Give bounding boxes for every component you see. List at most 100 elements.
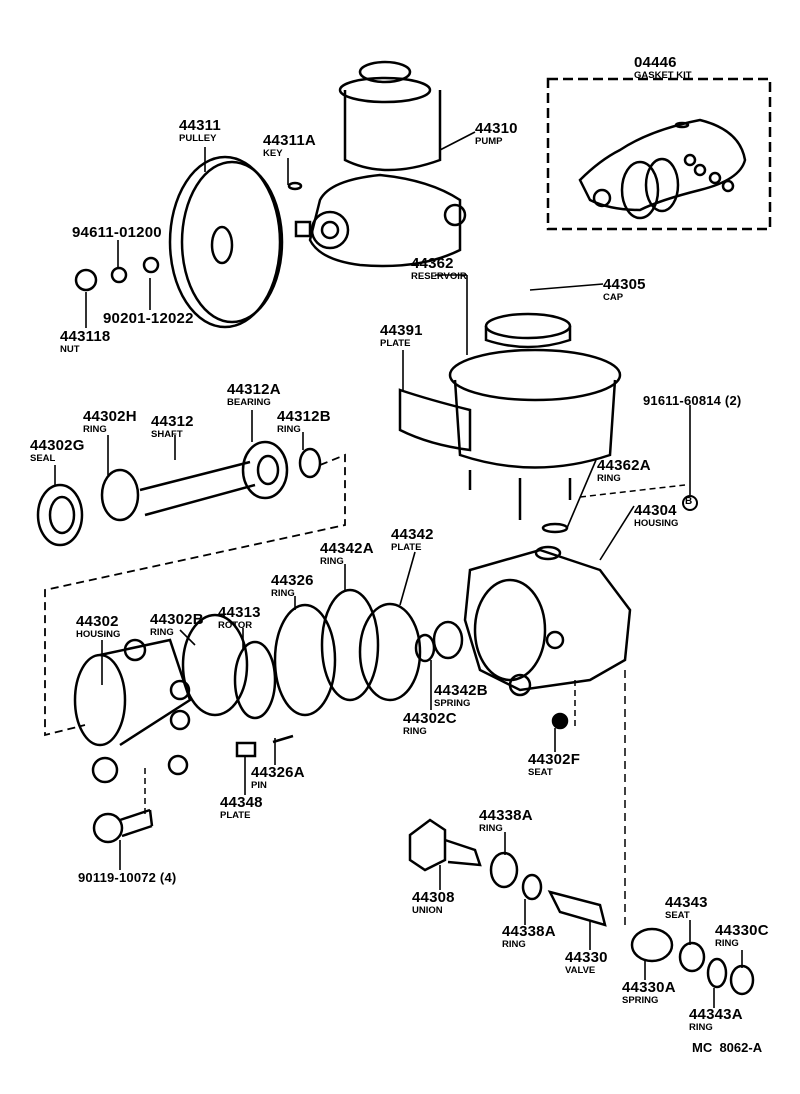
part-number: 44338A [479,807,533,824]
part-name: RING [83,424,107,435]
spring-44330a [630,927,674,963]
part-name: KEY [263,148,283,159]
part-number: 44326 [271,572,314,589]
bolt [92,808,154,844]
part-number: 44302G [30,437,85,454]
part-number: 44305 [603,276,646,293]
part-number: 44343A [689,1006,743,1023]
marker-circle [682,495,698,511]
part-number: 44304 [634,502,677,519]
part-name: RING [277,424,301,435]
part-label-94611-01200: 94611-01200 [72,225,162,240]
part-name: PUMP [475,136,503,147]
ring-44302c [414,633,436,663]
union [408,818,482,872]
part-number: 44302F [528,751,581,768]
part-number: 90201-12022 [103,310,194,327]
part-name: PIN [251,780,267,791]
part-name: RING [502,939,526,950]
part-number: 44310 [475,120,518,137]
leader-lines [54,131,743,1008]
part-number: 44302H [83,408,137,425]
plate-44348 [235,741,257,758]
part-number: 94611-01200 [72,224,162,241]
part-number: 44391 [380,322,423,339]
part-name: PLATE [220,810,251,821]
part-number: 44312A [227,381,281,398]
part-name: ROTOR [218,620,253,631]
part-name: NUT [60,344,80,355]
part-number: 44330C [715,922,769,939]
part-number: 44342 [391,526,434,543]
part-name: RING [479,823,503,834]
part-name: RING [689,1022,713,1033]
part-name: BEARING [227,397,271,408]
valve [547,890,607,927]
part-label-90201-12022: 90201-12022 [103,311,194,326]
part-number: 44308 [412,889,455,906]
part-label-90119-10072: 90119-10072 (4) [78,871,176,884]
part-name: SPRING [434,698,471,709]
part-number: 44312 [151,413,194,430]
part-label-91611-60814: 91611-60814 (2) [643,394,741,407]
part-name: SEAL [30,453,56,464]
part-number: 44348 [220,794,263,811]
washer [110,266,128,284]
part-name: RING [320,556,344,567]
part-number: 90119-10072 (4) [78,870,177,885]
spring-44342b [432,620,464,660]
part-number: 44311 [179,117,221,134]
part-name: PLATE [391,542,422,553]
ring-44338a-2 [521,873,543,901]
shaft-assembly [36,440,322,547]
ring-44342a [320,588,380,702]
part-number: 44362A [597,457,651,474]
part-number: 44311A [263,132,316,149]
diagram-code: MC 8062-A [692,1040,763,1055]
part-number: 44342A [320,540,374,557]
pin [272,734,294,744]
part-number: 44330A [622,979,676,996]
part-name: RING [403,726,427,737]
dashed-assembly-line [44,453,346,737]
ring-44362a [541,522,569,534]
nut [74,268,98,292]
washer-2 [142,256,160,274]
part-number: 44343 [665,894,708,911]
pulley [168,155,284,329]
part-number: 04446 [634,54,677,71]
part-name: SHAFT [151,429,183,440]
part-name: CAP [603,292,624,303]
cam-ring [273,603,337,717]
ring-44330c [729,964,755,996]
part-name: RING [715,938,739,949]
part-number: 44362 [411,255,454,272]
ring-44343a [706,957,728,989]
